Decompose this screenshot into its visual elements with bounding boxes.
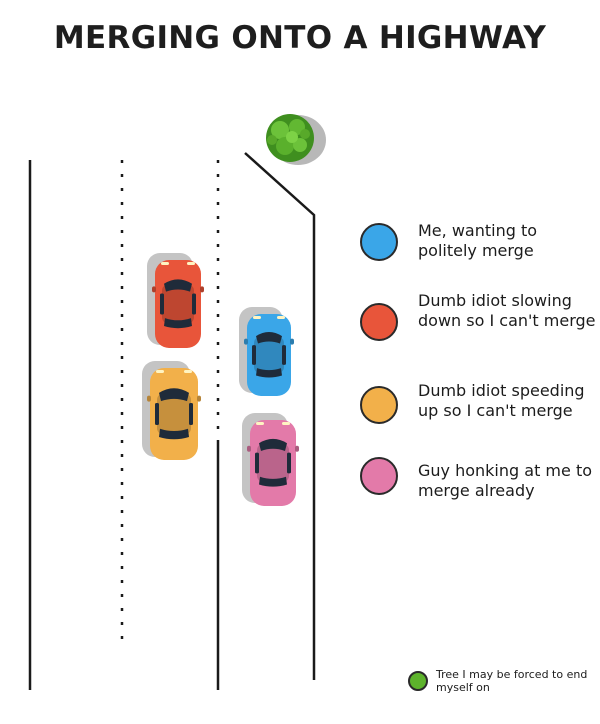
road-right-edge bbox=[244, 152, 316, 680]
legend-dot-pink bbox=[360, 457, 398, 495]
legend-dot-red bbox=[360, 303, 398, 341]
legend-label: Me, wanting to politely merge bbox=[418, 221, 538, 260]
car-red-icon bbox=[147, 253, 204, 348]
car-blue-icon bbox=[239, 307, 294, 396]
car-orange-icon bbox=[142, 361, 201, 460]
legend-item-speeding: Dumb idiot speeding up so I can't merge bbox=[360, 381, 600, 441]
legend-label: Dumb idiot speeding up so I can't merge bbox=[418, 381, 585, 420]
legend-item-slowing: Dumb idiot slowing down so I can't merge bbox=[360, 291, 600, 351]
car-pink-icon bbox=[242, 413, 299, 506]
legend-item-me: Me, wanting to politely merge bbox=[360, 221, 600, 281]
tree-legend-label: Tree I may be forced to end myself on bbox=[436, 668, 588, 694]
legend-dot-blue bbox=[360, 223, 398, 261]
tree-legend-dot bbox=[408, 671, 428, 691]
tree-legend: Tree I may be forced to end myself on bbox=[408, 668, 598, 708]
legend-dot-orange bbox=[360, 386, 398, 424]
tree-icon bbox=[266, 114, 326, 165]
legend-label: Guy honking at me to merge already bbox=[418, 461, 592, 500]
legend-item-honking: Guy honking at me to merge already bbox=[360, 457, 600, 521]
legend-label: Dumb idiot slowing down so I can't merge bbox=[418, 291, 596, 330]
page-title: MERGING ONTO A HIGHWAY bbox=[53, 20, 547, 56]
